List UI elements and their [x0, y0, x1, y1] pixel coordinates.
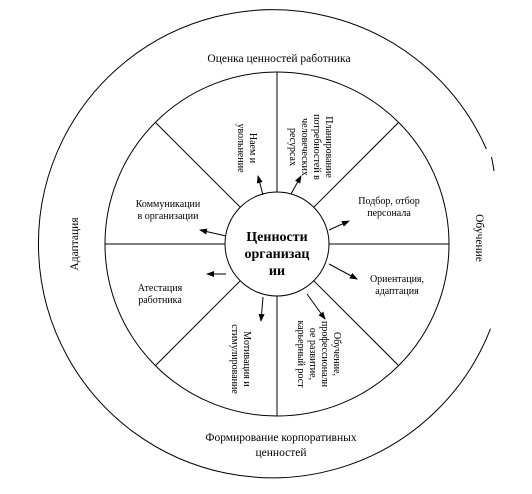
segment-hiring: Наем и увольнение — [235, 123, 258, 173]
segment-attestation-line-1: Атестация — [138, 283, 183, 294]
arrows — [199, 175, 358, 322]
segment-selection: Подбор, отбор персонала — [358, 196, 419, 219]
segment-attestation: Атестация работника — [138, 283, 183, 306]
segment-selection-line-2: персонала — [367, 208, 411, 219]
segment-orientation-line-2: адаптация — [375, 286, 419, 297]
divider-top-right — [313, 122, 399, 208]
segment-planning-line-3: человеческих — [299, 118, 310, 176]
segment-motivation-line-1: Мотивация и — [241, 331, 252, 387]
divider-bottom-right — [313, 280, 399, 366]
segment-training-line-1: Обучение, — [331, 332, 342, 376]
inner-circle — [224, 191, 330, 297]
segment-communication: Коммуникации в организации — [136, 199, 201, 222]
center-label-line-2: организац — [245, 247, 310, 262]
segment-orientation: Ориентация, адаптация — [370, 274, 424, 297]
segment-training: Обучение, профессионалн ое развитие, кар… — [295, 320, 342, 388]
segment-orientation-line-1: Ориентация, — [370, 274, 424, 285]
segment-communication-line-2: в организации — [138, 211, 200, 222]
segment-training-line-4: карьерный рост — [295, 320, 306, 388]
outer-circle — [37, 9, 491, 479]
segment-attestation-line-2: работника — [138, 295, 182, 306]
divider-top-left — [155, 122, 241, 208]
arrow-communication — [199, 228, 227, 237]
segment-planning-line-4: ресурсах — [287, 128, 298, 166]
segment-planning-line-2: потребностей в — [311, 114, 322, 180]
segment-dividers — [105, 72, 449, 416]
segment-training-line-3: ое развитие, — [307, 328, 318, 380]
outer-circle-right-arc — [491, 156, 495, 172]
segment-hiring-line-1: Наем и — [247, 133, 258, 164]
segment-hiring-line-2: увольнение — [235, 123, 246, 173]
arrow-orientation — [328, 263, 358, 280]
segment-motivation-line-2: стимулирование — [229, 324, 240, 394]
segment-selection-line-1: Подбор, отбор — [358, 196, 419, 207]
segment-training-line-2: профессионалн — [319, 321, 330, 388]
arrow-motivation — [258, 296, 265, 322]
outer-label-left: Адаптация — [69, 217, 81, 271]
segment-communication-line-1: Коммуникации — [136, 199, 201, 210]
segment-motivation: Мотивация и стимулирование — [229, 324, 252, 394]
outer-label-bottom-1: Формирование корпоративных — [205, 432, 356, 444]
arrow-training — [306, 293, 326, 320]
outer-label-top: Оценка ценностей работника — [207, 53, 350, 65]
segment-planning-line-1: Планирование — [323, 116, 334, 178]
outer-label-bottom-2: ценностей — [256, 447, 307, 459]
segment-planning: Планирование потребностей в человеческих… — [287, 114, 334, 180]
divider-bottom-left — [155, 280, 241, 366]
center-label: Ценности организац ии — [245, 230, 310, 279]
arrow-hiring — [256, 175, 264, 196]
outer-label-right: Обучение — [473, 214, 485, 262]
center-label-line-3: ии — [269, 264, 285, 279]
center-label-line-1: Ценности — [246, 230, 307, 245]
arrow-selection — [328, 220, 350, 231]
arrow-planning — [290, 175, 302, 195]
